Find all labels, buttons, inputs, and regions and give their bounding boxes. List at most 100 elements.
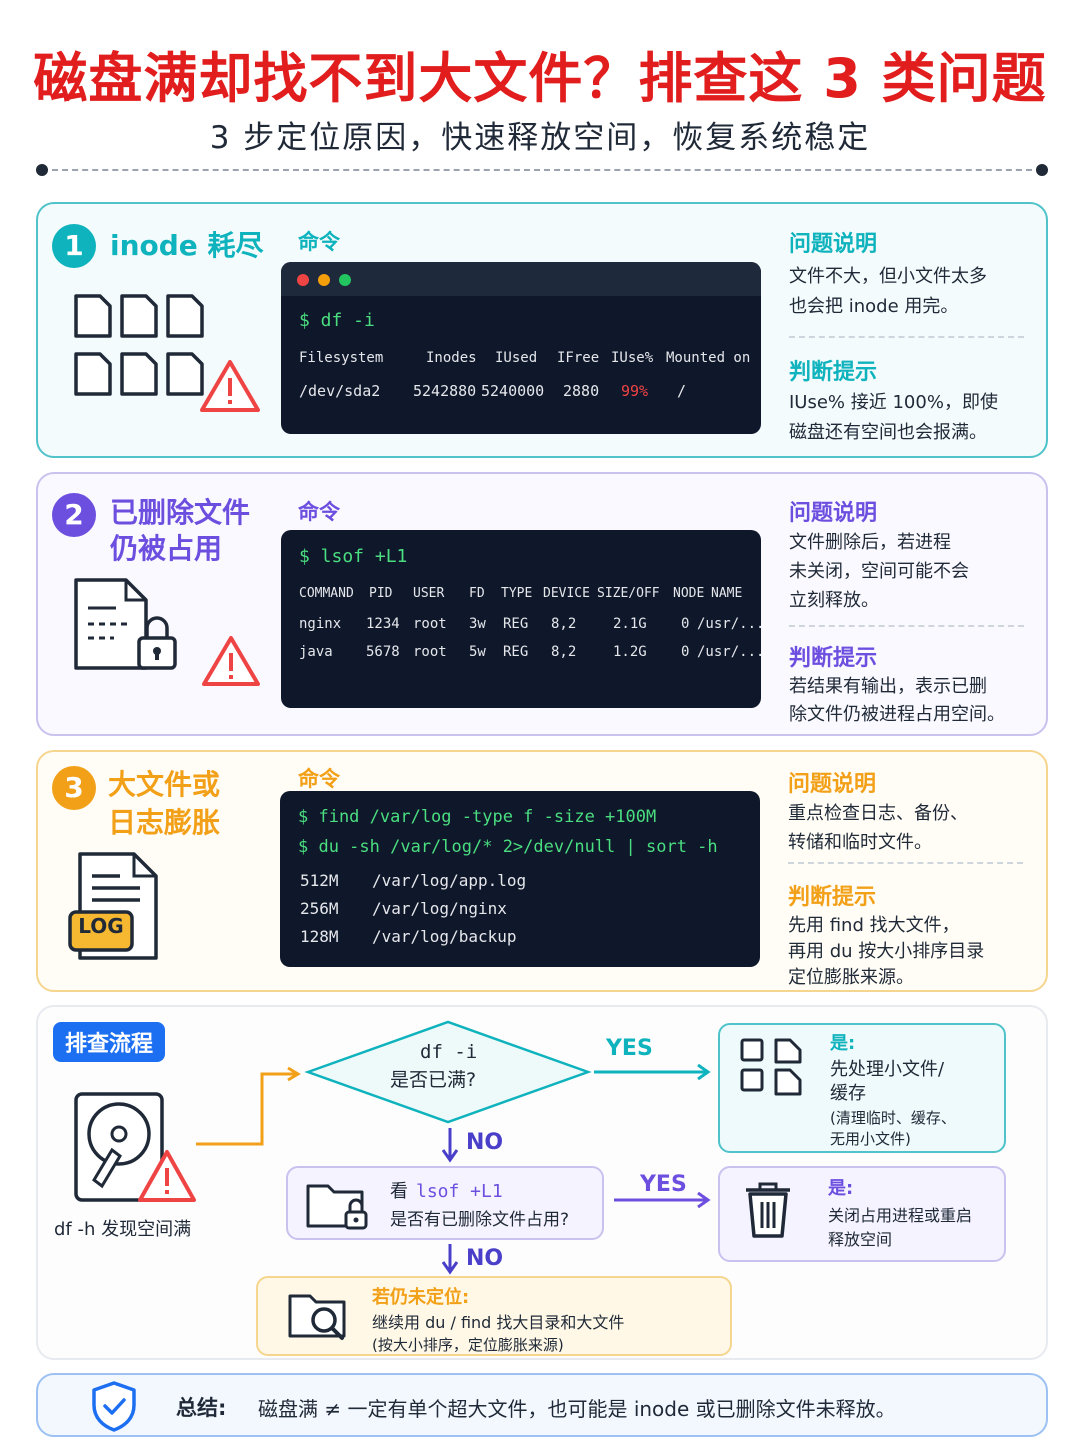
terminal-cell: /dev/sda2 bbox=[299, 382, 381, 400]
problem-title: 问题说明 bbox=[789, 232, 878, 257]
box-note: 无用小文件) bbox=[830, 1130, 911, 1148]
summary-bar bbox=[36, 1373, 1048, 1437]
lock-icon bbox=[137, 616, 177, 670]
command-label: 命令 bbox=[298, 767, 340, 791]
folder-search-icon bbox=[288, 1294, 346, 1340]
terminal-lsof: $ lsof +L1 COMMAND PID USER FD TYPE DEVI… bbox=[281, 530, 765, 708]
page-title: 磁盘满却找不到大文件？排查这 3 类问题 bbox=[33, 47, 1047, 110]
problem-line: 立刻释放。 bbox=[789, 590, 879, 611]
terminal-cell: 1.2G bbox=[613, 644, 647, 660]
summary-label: 总结: bbox=[176, 1396, 227, 1420]
command-label: 命令 bbox=[298, 230, 340, 254]
terminal-cell: REG bbox=[503, 644, 529, 660]
terminal-cell: 2880 bbox=[563, 382, 600, 400]
terminal-cell: REG bbox=[503, 616, 529, 632]
terminal-cell: 5w bbox=[469, 644, 486, 660]
log-badge: LOG bbox=[78, 914, 124, 938]
separator bbox=[788, 862, 1023, 864]
terminal-col: PID bbox=[369, 586, 393, 601]
problem-title: 问题说明 bbox=[789, 501, 878, 526]
terminal-col: TYPE bbox=[501, 586, 533, 601]
problem-line: 文件不大，但小文件太多 bbox=[789, 266, 987, 287]
terminal-cell: 0 bbox=[681, 644, 690, 660]
terminal-col: IUse% bbox=[611, 350, 654, 366]
terminal-cell: root bbox=[413, 616, 447, 632]
terminal-cell: root bbox=[413, 644, 447, 660]
section-number: 1 bbox=[52, 224, 96, 268]
yes-label: YES bbox=[640, 1172, 687, 1197]
box-note: (清理临时、缓存、 bbox=[830, 1109, 956, 1127]
box-line: 缓存 bbox=[830, 1083, 866, 1104]
terminal-col: Inodes bbox=[426, 350, 477, 366]
close-dot-icon bbox=[297, 274, 309, 286]
terminal-col: IUsed bbox=[495, 350, 538, 366]
terminal-cell: 8,2 bbox=[551, 644, 577, 660]
no-label: NO bbox=[466, 1130, 504, 1155]
hint-title: 判断提示 bbox=[789, 360, 878, 385]
flow-tag: 排查流程 bbox=[53, 1022, 166, 1062]
terminal-cell: /var/log/app.log bbox=[372, 871, 527, 890]
terminal-cell: 5240000 bbox=[481, 382, 545, 400]
locked-file-icon bbox=[74, 578, 260, 686]
terminal-cell: java bbox=[299, 644, 333, 660]
separator bbox=[789, 625, 1024, 627]
diamond-question: 是否已满? bbox=[390, 1069, 477, 1091]
terminal-cell: 256M bbox=[300, 899, 339, 918]
final-line: (按大小排序，定位膨胀来源) bbox=[372, 1336, 564, 1354]
hint-line: 再用 du 按大小排序目录 bbox=[788, 941, 985, 962]
yes-label: YES bbox=[606, 1036, 653, 1061]
summary-text: 磁盘满 ≠ 一定有单个超大文件，也可能是 inode 或已删除文件未释放。 bbox=[258, 1397, 896, 1421]
hint-line: IUse% 接近 100%，即使 bbox=[789, 392, 998, 413]
step2-question: 是否有已删除文件占用? bbox=[390, 1210, 570, 1230]
hint-line: 除文件仍被进程占用空间。 bbox=[789, 704, 1005, 725]
terminal-cell: / bbox=[677, 382, 687, 400]
command-label: 命令 bbox=[298, 500, 340, 524]
terminal-col: DEVICE bbox=[543, 586, 590, 601]
diamond-command: df -i bbox=[420, 1041, 478, 1063]
hint-line: 磁盘还有空间也会报满。 bbox=[789, 422, 987, 443]
box-line: 关闭占用进程或重启 bbox=[828, 1206, 973, 1225]
minimize-dot-icon bbox=[318, 274, 330, 286]
flow-box-small-files bbox=[718, 1023, 1006, 1153]
step2-prefix: 看 bbox=[390, 1181, 408, 1202]
warning-icon bbox=[138, 1150, 196, 1202]
section-title-line: 日志膨胀 bbox=[108, 806, 221, 839]
locked-folder-icon bbox=[306, 1184, 368, 1230]
box-line: 释放空间 bbox=[828, 1230, 893, 1249]
small-files-icon bbox=[74, 294, 260, 412]
small-files-icon bbox=[740, 1038, 802, 1096]
shield-check-icon bbox=[92, 1381, 136, 1432]
hard-disk-icon bbox=[74, 1092, 196, 1202]
terminal-titlebar bbox=[281, 262, 761, 296]
separator bbox=[789, 336, 1024, 338]
terminal-col: Mounted on bbox=[666, 350, 751, 366]
section-number: 2 bbox=[52, 493, 96, 537]
terminal-cell: /usr/... bbox=[697, 616, 765, 632]
maximize-dot-icon bbox=[339, 274, 351, 286]
terminal-df: $ df -i Filesystem Inodes IUsed IFree IU… bbox=[281, 262, 761, 434]
terminal-cell: 5242880 bbox=[413, 382, 477, 400]
page-subtitle: 3 步定位原因，快速释放空间，恢复系统稳定 bbox=[209, 120, 871, 156]
problem-line: 转储和临时文件。 bbox=[788, 832, 932, 853]
terminal-cell: 128M bbox=[300, 927, 339, 946]
problem-line: 未关闭，空间可能不会 bbox=[789, 561, 969, 582]
terminal-col: COMMAND bbox=[299, 586, 354, 601]
terminal-cell: /var/log/nginx bbox=[372, 899, 507, 918]
warning-icon bbox=[202, 636, 260, 686]
hint-line: 先用 find 找大文件， bbox=[788, 915, 960, 936]
terminal-cell: 5678 bbox=[366, 644, 400, 660]
final-line: 继续用 du / find 找大目录和大文件 bbox=[372, 1313, 625, 1332]
terminal-col: NODE bbox=[673, 586, 705, 601]
terminal-col: SIZE/OFF bbox=[597, 586, 660, 601]
terminal-col: NAME bbox=[711, 586, 743, 601]
hint-title: 判断提示 bbox=[788, 885, 877, 910]
box-title: 是: bbox=[828, 1178, 854, 1199]
terminal-find-du: $ find /var/log -type f -size +100M $ du… bbox=[280, 791, 760, 967]
box-title: 是: bbox=[830, 1033, 856, 1054]
terminal-prompt: $ du -sh /var/log/* 2>/dev/null | sort -… bbox=[298, 837, 718, 857]
problem-line: 重点检查日志、备份、 bbox=[788, 803, 968, 824]
terminal-cell-highlight: 99% bbox=[621, 382, 649, 400]
final-title: 若仍未定位: bbox=[372, 1287, 470, 1308]
terminal-cell: /var/log/backup bbox=[372, 927, 517, 946]
no-label: NO bbox=[466, 1246, 504, 1271]
